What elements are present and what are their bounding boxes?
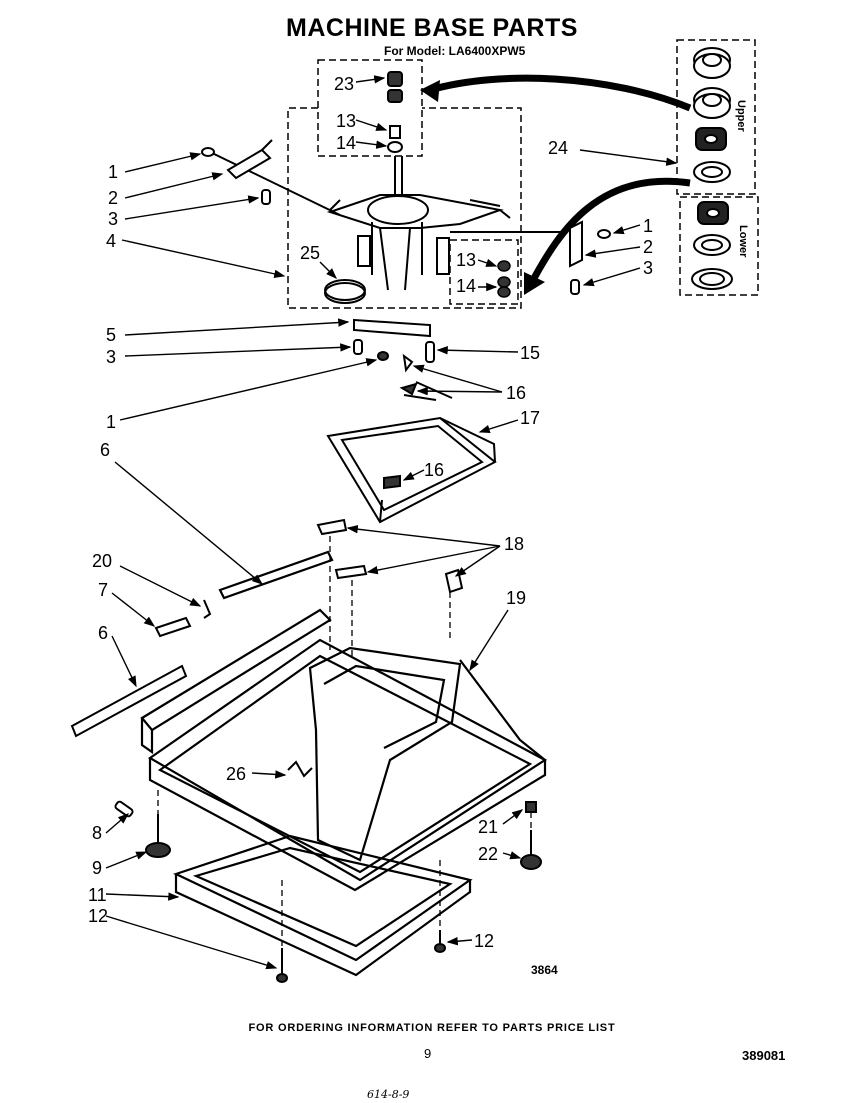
bearing-kit-drawings (691, 47, 733, 290)
callout-1-mid: 1 (106, 412, 116, 432)
callout-14-right: 14 (456, 276, 476, 296)
page-number: 9 (424, 1046, 432, 1061)
diagram-number: 3864 (531, 963, 558, 977)
callout-8: 8 (92, 823, 102, 843)
callout-20: 20 (92, 551, 112, 571)
callout-15: 15 (520, 343, 540, 363)
seal-ring (324, 279, 366, 304)
transmission-drawing (209, 151, 566, 291)
callout-21: 21 (478, 817, 498, 837)
support-frame-17 (326, 381, 497, 524)
callout-24: 24 (548, 138, 568, 158)
callout-3-left: 3 (108, 209, 118, 229)
ordering-note: FOR ORDERING INFORMATION REFER TO PARTS … (248, 1022, 616, 1034)
callout-numbers: 23 13 14 24 1 2 3 4 25 13 14 1 2 3 5 3 1… (88, 74, 653, 951)
callout-11: 11 (88, 885, 107, 905)
bearing-parts-right (497, 260, 511, 298)
callout-22: 22 (478, 844, 498, 864)
bottom-pan (173, 834, 473, 977)
alignment-lines (157, 536, 532, 948)
handwritten-note: 614-8-9 (367, 1088, 410, 1101)
leveling-legs (114, 760, 542, 983)
callout-13-right: 13 (456, 250, 476, 270)
callout-16-top: 16 (506, 383, 526, 403)
base-frame-19 (140, 550, 548, 892)
callout-25: 25 (300, 243, 320, 263)
callout-6-lower: 6 (98, 623, 108, 643)
page-title: MACHINE BASE PARTS (286, 14, 578, 42)
callout-1-left: 1 (108, 162, 118, 182)
side-rails (70, 599, 212, 738)
brackets-and-bolts (201, 139, 611, 490)
callout-26: 26 (226, 764, 246, 784)
callout-3-right: 3 (643, 258, 653, 278)
callout-19: 19 (506, 588, 526, 608)
callout-7: 7 (98, 580, 108, 600)
callout-6-top: 6 (100, 440, 110, 460)
model-subtitle: For Model: LA6400XPW5 (384, 44, 526, 58)
callout-5: 5 (106, 325, 116, 345)
callout-12-left: 12 (88, 906, 108, 926)
kit-label-lower: Lower (737, 225, 749, 258)
document-number: 389081 (742, 1048, 786, 1063)
callout-17: 17 (520, 408, 540, 428)
kit-label-upper: Upper (735, 100, 747, 133)
bearing-parts-top (387, 71, 403, 153)
plates-18 (316, 518, 464, 594)
callout-23: 23 (334, 74, 354, 94)
callout-13-top: 13 (336, 111, 356, 131)
callout-1-right: 1 (643, 216, 653, 236)
callout-4: 4 (106, 231, 116, 251)
dashed-group-boxes (287, 39, 759, 309)
callout-3-mid: 3 (106, 347, 116, 367)
callout-14-top: 14 (336, 133, 356, 153)
leader-lines (105, 75, 678, 970)
callout-18: 18 (504, 534, 524, 554)
callout-2-left: 2 (108, 188, 118, 208)
callout-12-right: 12 (474, 931, 494, 951)
callout-9: 9 (92, 858, 102, 878)
callout-16-lower: 16 (424, 460, 444, 480)
kit-arrows (420, 74, 692, 295)
callout-2-right: 2 (643, 237, 653, 257)
